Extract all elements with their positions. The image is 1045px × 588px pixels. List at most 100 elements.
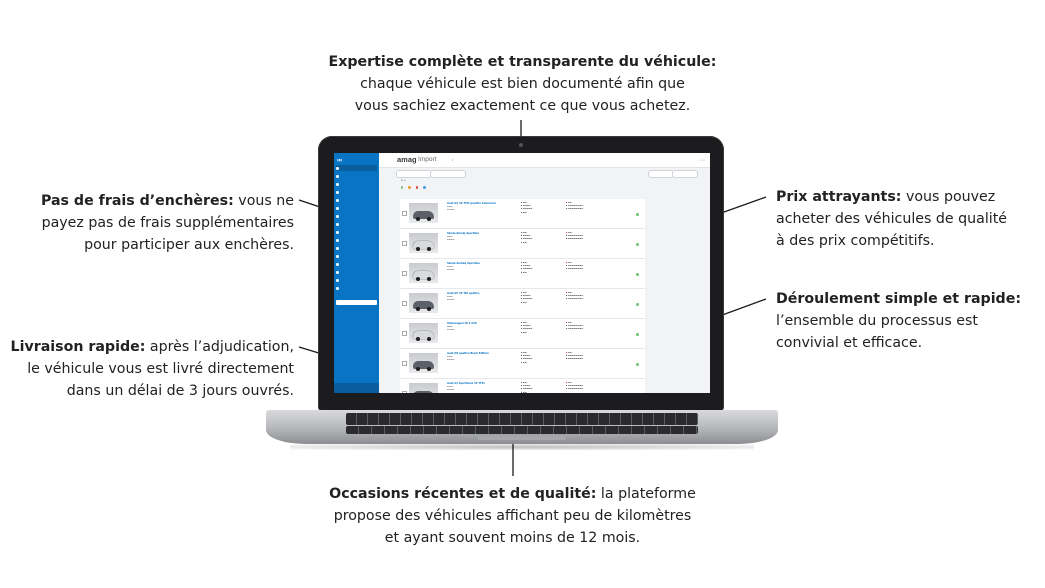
annotation-livraison-line2: le véhicule vous est livré directement <box>27 361 294 377</box>
sort-dropdown[interactable]: ▾ <box>452 159 454 162</box>
favorite-icon[interactable] <box>636 243 639 246</box>
row-checkbox[interactable] <box>402 301 407 306</box>
annotation-prix-line2: acheter des véhicules de qualité <box>776 211 1008 227</box>
sidebar-search-input[interactable] <box>336 300 377 305</box>
view-chip-1[interactable] <box>648 170 674 178</box>
vehicle-title[interactable]: Volkswagen ID.4 GTX <box>447 322 477 325</box>
sidebar-item-1[interactable] <box>336 165 377 171</box>
vehicle-title[interactable]: Audi Q8 quattro Black Edition <box>447 352 489 355</box>
favorite-icon[interactable] <box>636 363 639 366</box>
wheel-shape <box>427 367 431 371</box>
sidebar-item-13[interactable] <box>336 261 377 267</box>
sidebar-icon <box>336 182 339 186</box>
wheel-shape <box>427 247 431 251</box>
vehicle-thumbnail[interactable] <box>409 203 438 223</box>
filter-chip-1[interactable] <box>396 170 432 178</box>
sidebar-item-5[interactable] <box>336 197 377 203</box>
vehicle-meta: ▬▬▬▬▬▬▬ <box>447 356 455 361</box>
vehicle-title[interactable]: Audi Q5 40 TDI quattro <box>447 292 480 295</box>
sidebar-item-9[interactable] <box>336 229 377 235</box>
vehicle-specs: ▪ ▬▬▪ ▬▬▬▬▪ ▬▬▬▬▬▪ ▬▬ <box>521 382 533 393</box>
view-chip-2[interactable] <box>672 170 698 178</box>
favorite-icon[interactable] <box>636 333 639 336</box>
annotation-frais-line3: pour participer aux enchères. <box>84 237 294 253</box>
row-checkbox[interactable] <box>402 241 407 246</box>
sidebar-item-6[interactable] <box>336 205 377 211</box>
vehicle-meta: ▬▬▬▬▬▬▬ <box>447 296 455 301</box>
sidebar-item-7[interactable] <box>336 213 377 219</box>
sidebar-icon <box>336 206 339 210</box>
row-checkbox[interactable] <box>402 271 407 276</box>
vehicle-title[interactable]: Audi Q3 40 TFSI quattro Advanced <box>447 202 496 205</box>
vehicle-meta: ▬▬▬▬▬▬▬ <box>447 266 455 271</box>
vehicle-specs: ▪ ▬▬▪ ▬▬▬▬▪ ▬▬▬▬▬▪ ▬▬ <box>521 292 533 304</box>
annotation-livraison: Livraison rapide: après l’adjudication, … <box>4 336 294 402</box>
annotation-frais: Pas de frais d’enchères: vous ne payez p… <box>14 190 294 256</box>
row-checkbox[interactable] <box>402 331 407 336</box>
laptop-shadow <box>290 444 754 450</box>
annotation-expertise-title: Expertise complète et transparente du vé… <box>328 54 717 70</box>
vehicle-thumbnail[interactable] <box>409 263 438 283</box>
legend-dot-red <box>415 186 419 189</box>
auction-info: ▪ ▬▬▪ ▬▬▬▬▬▬▬▬▪ ▬▬▬▬▬▬▬▬ <box>566 322 584 331</box>
row-checkbox[interactable] <box>402 361 407 366</box>
sidebar-item-12[interactable] <box>336 253 377 259</box>
vehicle-specs: ▪ ▬▬▪ ▬▬▬▬▪ ▬▬▬▬▬▪ ▬▬ <box>521 232 533 244</box>
sidebar-icon <box>336 246 339 250</box>
laptop-screen: ▮▮▮ amag Import ▾ ▭ ▭ ⚲ ▭ <box>334 153 710 393</box>
favorite-icon[interactable] <box>636 273 639 276</box>
sidebar-item-15[interactable] <box>336 277 377 283</box>
vehicle-title[interactable]: Skoda Kamiq Sportline <box>447 232 480 235</box>
row-checkbox[interactable] <box>402 391 407 393</box>
favorite-icon[interactable] <box>636 303 639 306</box>
sidebar-header: ▮▮▮ <box>337 158 342 162</box>
annotation-frais-line2: payez pas de frais supplémentaires <box>41 215 294 231</box>
sidebar-item-2[interactable] <box>336 173 377 179</box>
sidebar-item-8[interactable] <box>336 221 377 227</box>
vehicle-thumbnail[interactable] <box>409 293 438 313</box>
filter-chip-2[interactable] <box>430 170 466 178</box>
vehicle-meta: ▬▬▬▬▬▬▬ <box>447 206 455 211</box>
vehicle-row[interactable]: Volkswagen ID.4 GTX▬▬▬▬▬▬▬▪ ▬▬▪ ▬▬▬▬▪ ▬▬… <box>400 319 645 349</box>
row-checkbox[interactable] <box>402 211 407 216</box>
vehicle-row[interactable]: Skoda Kamiq Sportline▬▬▬▬▬▬▬▪ ▬▬▪ ▬▬▬▬▪ … <box>400 229 645 259</box>
annotation-occasions-line2: propose des véhicules affichant peu de k… <box>333 508 692 524</box>
sidebar-icon <box>336 262 339 266</box>
vehicle-row[interactable]: Audi A3 Sportback 35 TFSI▬▬▬▬▬▬▬▪ ▬▬▪ ▬▬… <box>400 379 645 393</box>
vehicle-list: Audi Q3 40 TFSI quattro Advanced▬▬▬▬▬▬▬▪… <box>400 199 645 393</box>
filter-row[interactable]: ⚲ ▭ <box>401 179 406 182</box>
car-image <box>413 361 434 369</box>
vehicle-thumbnail[interactable] <box>409 233 438 253</box>
vehicle-row[interactable]: Audi Q8 quattro Black Edition▬▬▬▬▬▬▬ ▪ ▬▬… <box>400 349 645 379</box>
annotation-frais-title: Pas de frais d’enchères: <box>40 193 234 209</box>
vehicle-thumbnail[interactable] <box>409 353 438 373</box>
annotation-expertise-line1: chaque véhicule est bien documenté afin … <box>360 76 685 92</box>
sidebar-item-11[interactable] <box>336 245 377 251</box>
vehicle-specs: ▪ ▬▬▪ ▬▬▬▬▪ ▬▬▬▬▬▪ ▬▬ <box>521 352 533 364</box>
annotation-deroulement-line3: convivial et efficace. <box>776 335 923 351</box>
vehicle-thumbnail[interactable] <box>409 383 438 393</box>
sidebar-item-14[interactable] <box>336 269 377 275</box>
laptop-keyboard-row <box>346 426 698 434</box>
vehicle-row[interactable]: Audi Q5 40 TDI quattro▬▬▬▬▬▬▬ ▪ ▬▬▪ ▬▬▬▬▪… <box>400 289 645 319</box>
annotation-expertise-line2: vous sachiez exactement ce que vous ache… <box>354 98 691 114</box>
vehicle-row[interactable]: Audi Q3 40 TFSI quattro Advanced▬▬▬▬▬▬▬▪… <box>400 199 645 229</box>
vehicle-title[interactable]: Skoda Kodiaq Sportline <box>447 262 480 265</box>
sidebar-item-16[interactable] <box>336 285 377 291</box>
sidebar-icon <box>336 286 339 290</box>
vehicle-row[interactable]: Skoda Kodiaq Sportline▬▬▬▬▬▬▬▪ ▬▬▪ ▬▬▬▬▪… <box>400 259 645 289</box>
sidebar-item-4[interactable] <box>336 189 377 195</box>
vehicle-title[interactable]: Audi A3 Sportback 35 TFSI <box>447 382 485 385</box>
favorite-icon[interactable] <box>636 213 639 216</box>
sidebar-footer[interactable] <box>334 383 379 393</box>
wheel-shape <box>416 307 420 311</box>
wheel-shape <box>427 277 431 281</box>
legend-dot-blue <box>423 186 426 189</box>
topbar-controls[interactable]: ▭ ▭ <box>699 159 705 162</box>
sidebar-icon <box>336 230 339 234</box>
vehicle-thumbnail[interactable] <box>409 323 438 343</box>
sidebar-item-10[interactable] <box>336 237 377 243</box>
annotation-occasions: Occasions récentes et de qualité: la pla… <box>290 483 735 549</box>
wheel-shape <box>416 217 420 221</box>
sidebar-item-3[interactable] <box>336 181 377 187</box>
